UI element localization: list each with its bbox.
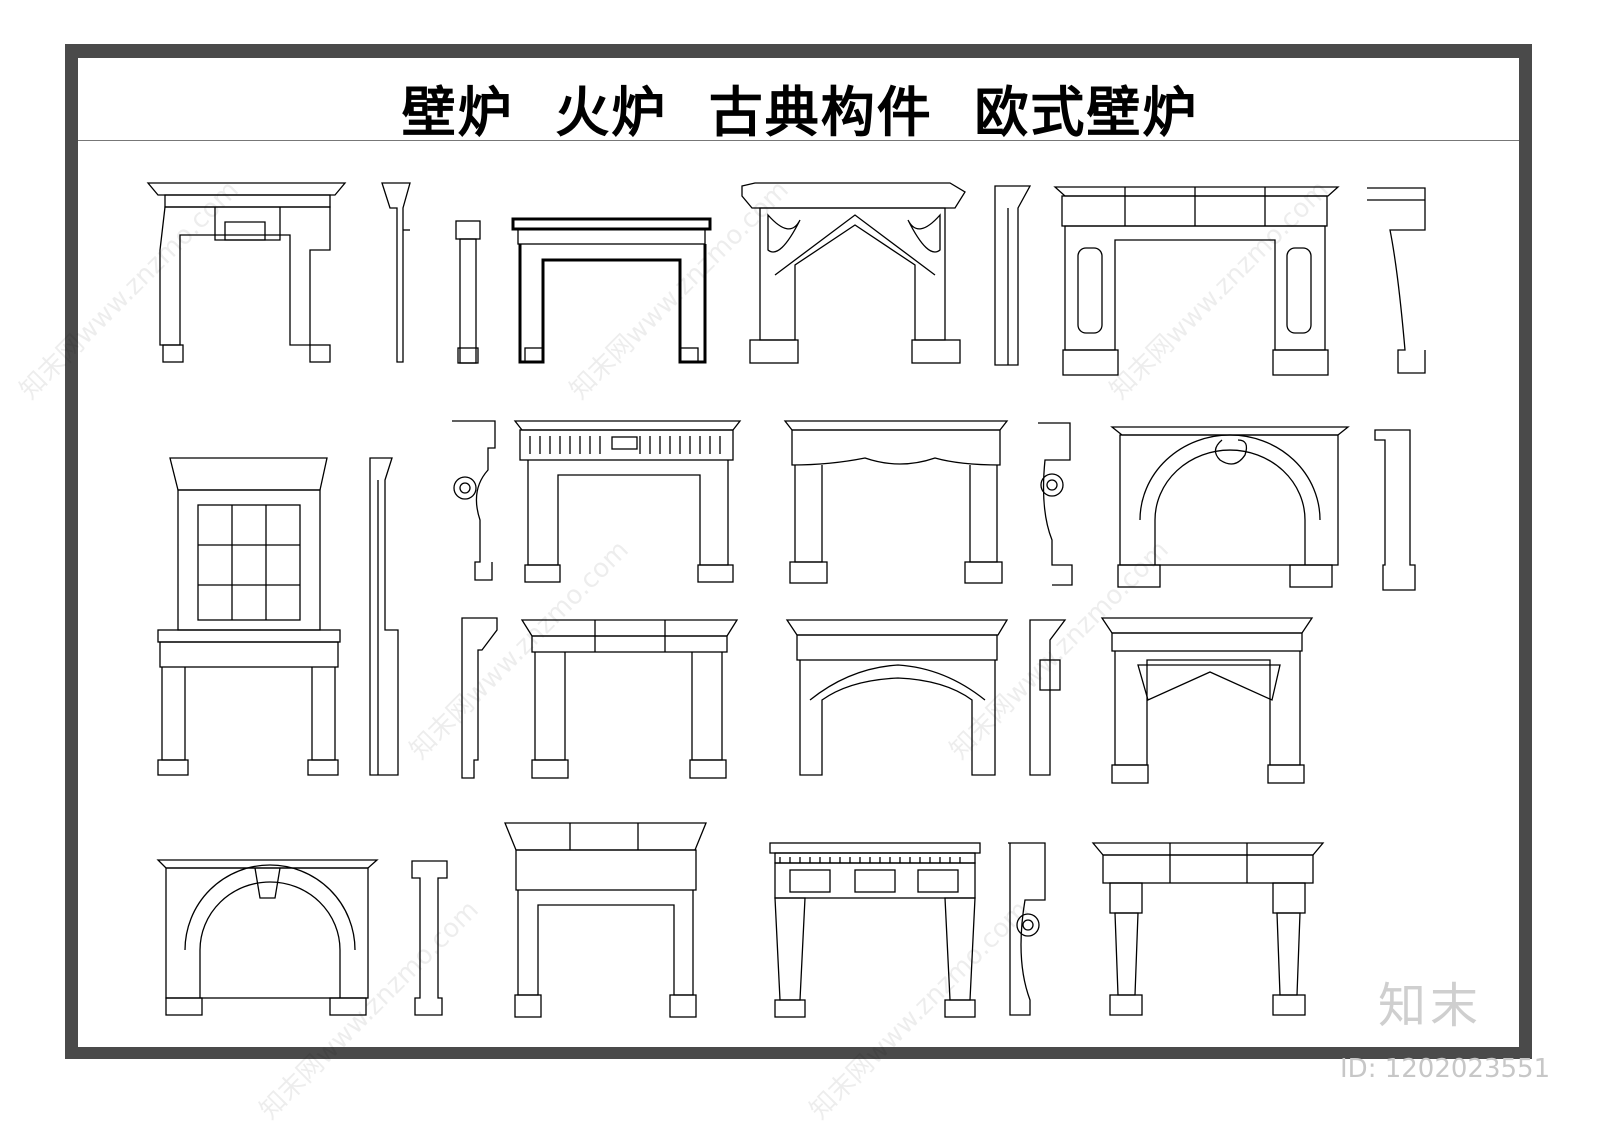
fireplace-elevation-6 <box>783 420 1009 584</box>
fireplace-section-9 <box>1029 619 1067 776</box>
fireplace-section-1 <box>381 182 411 363</box>
fireplace-elevation-9 <box>785 619 1009 776</box>
corbel-section-1 <box>452 420 496 581</box>
fireplace-section-2 <box>455 220 481 364</box>
fireplace-elevation-14 <box>1091 842 1325 1016</box>
fireplace-elevation-12 <box>504 822 707 1018</box>
fireplace-overmantel-section <box>369 457 399 776</box>
corbel-section-2 <box>1038 422 1073 586</box>
fireplace-section-4 <box>1367 187 1426 374</box>
fireplace-elevation-5 <box>513 420 742 583</box>
fireplace-elevation-11 <box>156 859 379 1016</box>
fireplace-section-7 <box>1374 429 1416 591</box>
fireplace-elevation-4 <box>1053 186 1340 376</box>
image-id-label: ID: 1202023551 <box>1340 1054 1551 1084</box>
corbel-section-3 <box>461 617 498 779</box>
corbel-section-4 <box>1008 842 1046 1016</box>
fireplace-overmantel-elevation <box>157 457 341 776</box>
brand-logo: 知末 <box>1378 978 1483 1034</box>
fireplace-elevation-7 <box>1110 426 1350 588</box>
fireplace-elevation-1 <box>146 182 347 363</box>
fireplace-elevation-8 <box>520 619 739 779</box>
sheet-title: 壁炉 火炉 古典构件 欧式壁炉 <box>401 81 1199 144</box>
fireplace-elevation-2 <box>511 217 712 364</box>
fireplace-elevation-10 <box>1100 617 1314 784</box>
fireplace-elevation-13 <box>769 842 981 1018</box>
fireplace-elevation-3 <box>741 182 966 364</box>
fireplace-section-3 <box>994 185 1032 366</box>
fireplace-section-11 <box>411 860 448 1016</box>
title-divider <box>78 140 1519 141</box>
